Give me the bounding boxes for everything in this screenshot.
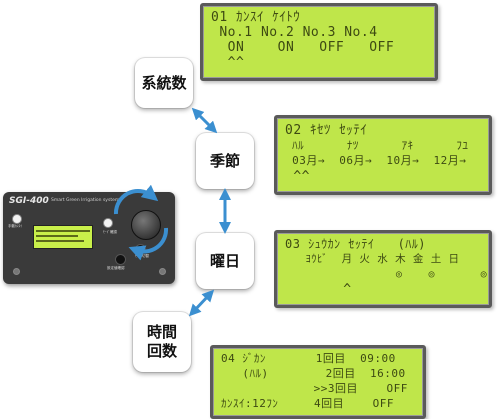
- arrow-weekday-time: [188, 289, 215, 317]
- rotate-arrow-icon: [113, 184, 159, 215]
- rotary-dial[interactable]: [131, 210, 161, 240]
- lcd-line: ﾊﾙ ﾅﾂ ｱｷ ﾌﾕ: [285, 139, 469, 152]
- device-screw: [159, 268, 166, 275]
- label-text: 曜日: [209, 251, 240, 270]
- lcd-line: >>3回目 OFF: [221, 382, 408, 395]
- lcd-screen-system-count: 01 ｶﾝｽｲ ｹｲﾄｳ No.1 No.2 No.3 No.4 ON ON O…: [200, 3, 438, 81]
- lcd-line: ON ON OFF OFF: [211, 40, 395, 55]
- lcd-line: ^^: [285, 169, 310, 184]
- label-time-count: 時間 回数: [133, 312, 191, 372]
- lcd-line: (ﾊﾙ) 2回目 16:00: [221, 367, 406, 380]
- arrow-system-season: [191, 107, 218, 134]
- controller-device: SGI-400 Smart Green Irrigation system 手動…: [3, 192, 175, 284]
- lcd-line: 04 ｼﾞｶﾝ 1回目 09:00: [221, 352, 396, 365]
- lcd-line: ◎ ◎ ◎: [285, 269, 488, 280]
- lcd-line: ｶﾝｽｲ:12ﾌﾝ 4回目 OFF: [221, 397, 394, 410]
- button-label: 設定値確認: [107, 266, 125, 270]
- device-subtitle: Smart Green Irrigation system: [51, 198, 120, 203]
- lcd-line: No.1 No.2 No.3 No.4: [211, 25, 378, 40]
- button-label: 手動ｶﾝｽｲ: [8, 224, 22, 228]
- label-text: 季節: [209, 151, 240, 170]
- label-weekday: 曜日: [196, 233, 254, 289]
- rotate-arrow-icon: [128, 227, 169, 261]
- lcd-line: 01 ｶﾝｽｲ ｹｲﾄｳ: [211, 10, 301, 25]
- settings-check-button[interactable]: [115, 254, 126, 265]
- device-screw: [13, 268, 20, 275]
- mode-switch-button[interactable]: [103, 218, 113, 228]
- label-system-count: 系統数: [135, 58, 193, 108]
- lcd-line: ^^: [211, 55, 245, 70]
- label-text: 回数: [146, 342, 177, 360]
- lcd-screen-weekday: 03 ｼｭｳｶﾝ ｾｯﾃｲ (ﾊﾙ) ﾖｳﾋﾞ 月 火 水 木 金 土 日 ◎ …: [274, 230, 492, 308]
- device-mini-lcd: [33, 225, 93, 249]
- manual-water-button[interactable]: [12, 214, 22, 224]
- lcd-line: 02 ｷｾﾂ ｾｯﾃｲ: [285, 123, 368, 138]
- lcd-line: 03 ｼｭｳｶﾝ ｾｯﾃｲ (ﾊﾙ): [285, 237, 427, 251]
- label-text: 系統数: [141, 73, 187, 92]
- lcd-line: 03月→ 06月→ 10月→ 12月→: [285, 154, 467, 167]
- label-season: 季節: [196, 133, 254, 189]
- lcd-line: ﾖｳﾋﾞ 月 火 水 木 金 土 日: [285, 253, 460, 265]
- device-brand: SGI-400: [9, 196, 49, 206]
- button-label: ﾓｰﾄﾞ確認: [103, 230, 117, 234]
- lcd-screen-time-count: 04 ｼﾞｶﾝ 1回目 09:00 (ﾊﾙ) 2回目 16:00 >>3回目 O…: [210, 345, 426, 419]
- label-text: 時間: [146, 323, 177, 341]
- lcd-screen-season: 02 ｷｾﾂ ｾｯﾃｲ ﾊﾙ ﾅﾂ ｱｷ ﾌﾕ 03月→ 06月→ 10月→ 1…: [274, 115, 492, 195]
- lcd-line: ^: [285, 282, 352, 297]
